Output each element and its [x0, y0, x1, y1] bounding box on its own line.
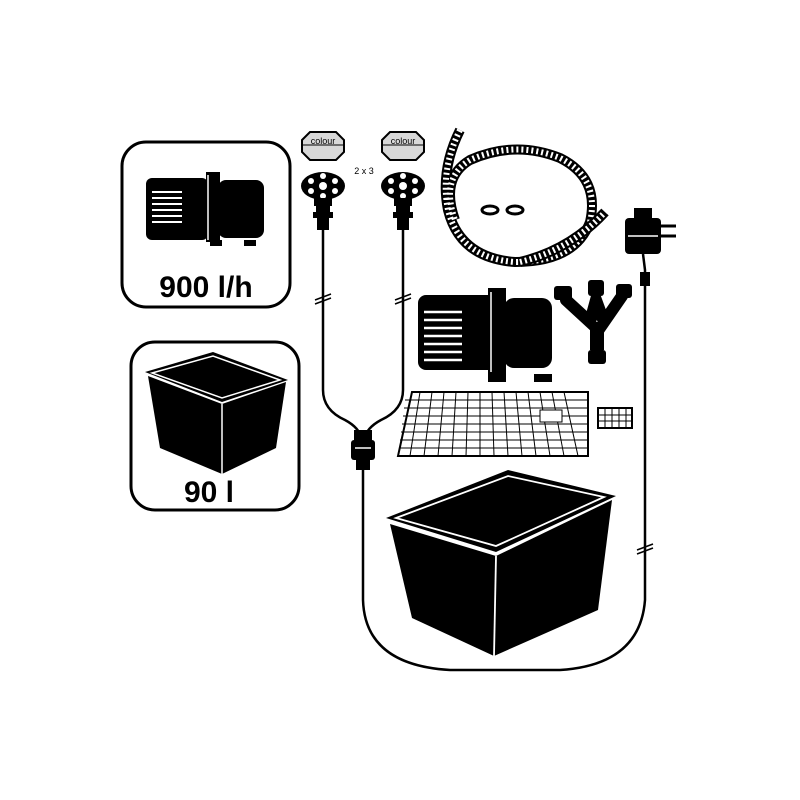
pump-flow-label: 900 l/h — [159, 271, 252, 304]
pump-icon — [146, 172, 264, 246]
power-adapter-icon — [625, 208, 676, 290]
pump-card: 900 l/h — [120, 140, 292, 309]
basin-card: 90 l — [129, 340, 301, 512]
grid-cover-icon — [396, 391, 589, 457]
y-connector-icon — [351, 430, 375, 470]
pump-large-icon — [418, 288, 552, 382]
distributor-icon — [554, 280, 632, 364]
led-quantity-label: 2 x 3 — [354, 166, 374, 176]
basin-large-icon — [386, 470, 616, 657]
hose-icon — [440, 127, 609, 268]
led-spot-right — [381, 172, 425, 230]
led-spot-left — [301, 172, 345, 230]
colour-filter-left-label: colour — [311, 136, 336, 146]
small-grid-icon — [597, 407, 633, 429]
cable-break-marks — [314, 293, 654, 555]
colour-filter-left: colour — [301, 131, 345, 161]
basin-icon — [145, 352, 288, 474]
colour-filter-right-label: colour — [391, 136, 416, 146]
colour-filter-right: colour — [381, 131, 425, 161]
basin-volume-label: 90 l — [184, 476, 234, 509]
